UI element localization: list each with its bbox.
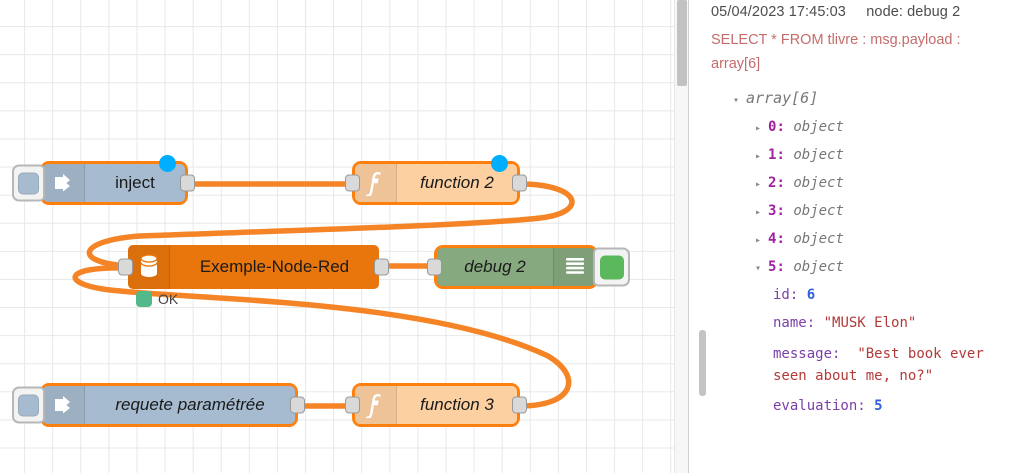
debug-item-value: object bbox=[793, 258, 844, 275]
inject-trigger-button[interactable] bbox=[12, 164, 45, 202]
node-function3-output-port[interactable] bbox=[512, 396, 527, 414]
arrow-right-icon bbox=[43, 386, 85, 424]
debug-prop-message-value-line2: seen about me, no?" bbox=[773, 368, 934, 385]
caret-collapsed-icon[interactable]: ▸ bbox=[755, 234, 762, 246]
debug-prop-name: name: "MUSK Elon" bbox=[711, 309, 1018, 337]
debug-item-value: object bbox=[793, 118, 844, 135]
debug-item-index: 4 bbox=[768, 230, 777, 247]
debug-source-node: node: debug 2 bbox=[866, 4, 961, 20]
debug-prop-id: id: 6 bbox=[711, 281, 1018, 309]
node-inject-label: inject bbox=[115, 173, 155, 192]
debug-prop-message-value-line1: "Best book ever bbox=[857, 345, 984, 362]
debug-item-value: object bbox=[793, 174, 844, 191]
caret-collapsed-icon[interactable]: ▸ bbox=[755, 150, 762, 162]
caret-collapsed-icon[interactable]: ▸ bbox=[755, 206, 762, 218]
debug-message[interactable]: 05/04/2023 17:45:03 node: debug 2 SELECT… bbox=[711, 0, 1018, 420]
debug-root-label: array[6] bbox=[746, 88, 819, 107]
debug-tree-item[interactable]: ▸ 2: object bbox=[711, 169, 1018, 197]
debug-topic: SELECT * FROM tlivre : msg.payload : arr… bbox=[711, 28, 1018, 77]
unsaved-changes-dot bbox=[491, 155, 508, 172]
debug-prop-id-key: id: bbox=[773, 286, 799, 303]
node-function3-label: function 3 bbox=[420, 395, 494, 414]
debug-prop-evaluation-key: evaluation: bbox=[773, 398, 866, 415]
status-ok-label: OK bbox=[158, 291, 179, 307]
node-database-status: OK bbox=[136, 291, 178, 307]
unsaved-changes-dot bbox=[159, 155, 176, 172]
node-requete-parametree[interactable]: requete paramétrée bbox=[12, 383, 305, 427]
debug-sidebar-scrollbar[interactable] bbox=[696, 0, 710, 473]
database-cylinder-icon bbox=[128, 245, 170, 289]
debug-item-index: 0 bbox=[768, 118, 777, 135]
node-debug2-input-port[interactable] bbox=[427, 258, 442, 276]
node-function3[interactable]: function 3 bbox=[345, 383, 527, 427]
function-f-icon bbox=[355, 164, 397, 202]
debug-item-value: object bbox=[793, 146, 844, 163]
debug-item-index: 3 bbox=[768, 202, 777, 219]
debug-item-value: object bbox=[793, 230, 844, 247]
node-debug2-label: debug 2 bbox=[464, 257, 526, 276]
node-function2-label: function 2 bbox=[420, 173, 494, 192]
debug-tree-item-expanded[interactable]: ▾ 5: object bbox=[711, 253, 1018, 281]
debug-tree-item[interactable]: ▸ 4: object bbox=[711, 225, 1018, 253]
function-f-icon bbox=[355, 386, 397, 424]
node-function2[interactable]: function 2 bbox=[345, 155, 527, 205]
node-database-output-port[interactable] bbox=[374, 258, 389, 276]
canvas-scrollbar-thumb[interactable] bbox=[677, 0, 687, 86]
node-function3-input-port[interactable] bbox=[345, 396, 360, 414]
flow-canvas[interactable]: inject function 2 bbox=[0, 0, 688, 473]
node-database-input-port[interactable] bbox=[118, 258, 133, 276]
debug-prop-name-value: "MUSK Elon" bbox=[823, 314, 917, 331]
wire-function2-to-database bbox=[86, 181, 575, 269]
debug-topic-line2: array[6] bbox=[711, 56, 761, 73]
debug-sidebar: 05/04/2023 17:45:03 node: debug 2 SELECT… bbox=[688, 0, 1024, 473]
debug-topic-line1: SELECT * FROM tlivre : msg.payload : bbox=[711, 32, 961, 48]
caret-expanded-icon[interactable]: ▾ bbox=[733, 94, 740, 106]
node-inject-output-port[interactable] bbox=[180, 174, 195, 192]
status-ok-dot bbox=[136, 291, 152, 307]
debug-prop-message: message: "Best book ever seen about me, … bbox=[711, 343, 1018, 388]
node-requete-label: requete paramétrée bbox=[115, 395, 265, 414]
node-function2-output-port[interactable] bbox=[512, 174, 527, 192]
debug-prop-name-key: name: bbox=[773, 314, 816, 331]
debug-tree-item[interactable]: ▸ 3: object bbox=[711, 197, 1018, 225]
node-debug2[interactable]: debug 2 bbox=[427, 245, 630, 289]
caret-collapsed-icon[interactable]: ▸ bbox=[755, 178, 762, 190]
debug-message-header: 05/04/2023 17:45:03 node: debug 2 bbox=[711, 4, 1018, 20]
debug-prop-evaluation: evaluation: 5 bbox=[711, 392, 1018, 420]
debug-item-index: 2 bbox=[768, 174, 777, 191]
debug-prop-evaluation-value: 5 bbox=[874, 398, 883, 415]
caret-collapsed-icon[interactable]: ▸ bbox=[755, 122, 762, 134]
debug-prop-id-value: 6 bbox=[806, 286, 816, 303]
node-function2-input-port[interactable] bbox=[345, 174, 360, 192]
node-inject[interactable]: inject bbox=[12, 155, 195, 205]
debug-timestamp: 05/04/2023 17:45:03 bbox=[711, 4, 846, 20]
debug-item-value: object bbox=[793, 202, 844, 219]
debug-tree-item[interactable]: ▸ 1: object bbox=[711, 141, 1018, 169]
debug-toggle-button[interactable] bbox=[593, 247, 630, 287]
arrow-right-icon bbox=[43, 164, 85, 202]
inject-trigger-button[interactable] bbox=[12, 386, 45, 424]
node-requete-output-port[interactable] bbox=[290, 396, 305, 414]
node-database[interactable]: Exemple-Node-Red bbox=[118, 245, 389, 289]
debug-scrollbar-thumb[interactable] bbox=[699, 330, 706, 396]
debug-prop-message-key: message: bbox=[773, 345, 841, 362]
debug-item-index: 5 bbox=[768, 258, 777, 275]
debug-tree-root[interactable]: ▾ array[6] bbox=[711, 83, 1018, 113]
caret-expanded-icon[interactable]: ▾ bbox=[755, 262, 762, 274]
debug-lines-icon bbox=[553, 248, 595, 286]
debug-item-index: 1 bbox=[768, 146, 777, 163]
node-database-label: Exemple-Node-Red bbox=[199, 257, 350, 276]
wire-function3-to-database bbox=[72, 265, 572, 409]
debug-tree-item[interactable]: ▸ 0: object bbox=[711, 113, 1018, 141]
canvas-vertical-scrollbar[interactable] bbox=[674, 0, 688, 473]
